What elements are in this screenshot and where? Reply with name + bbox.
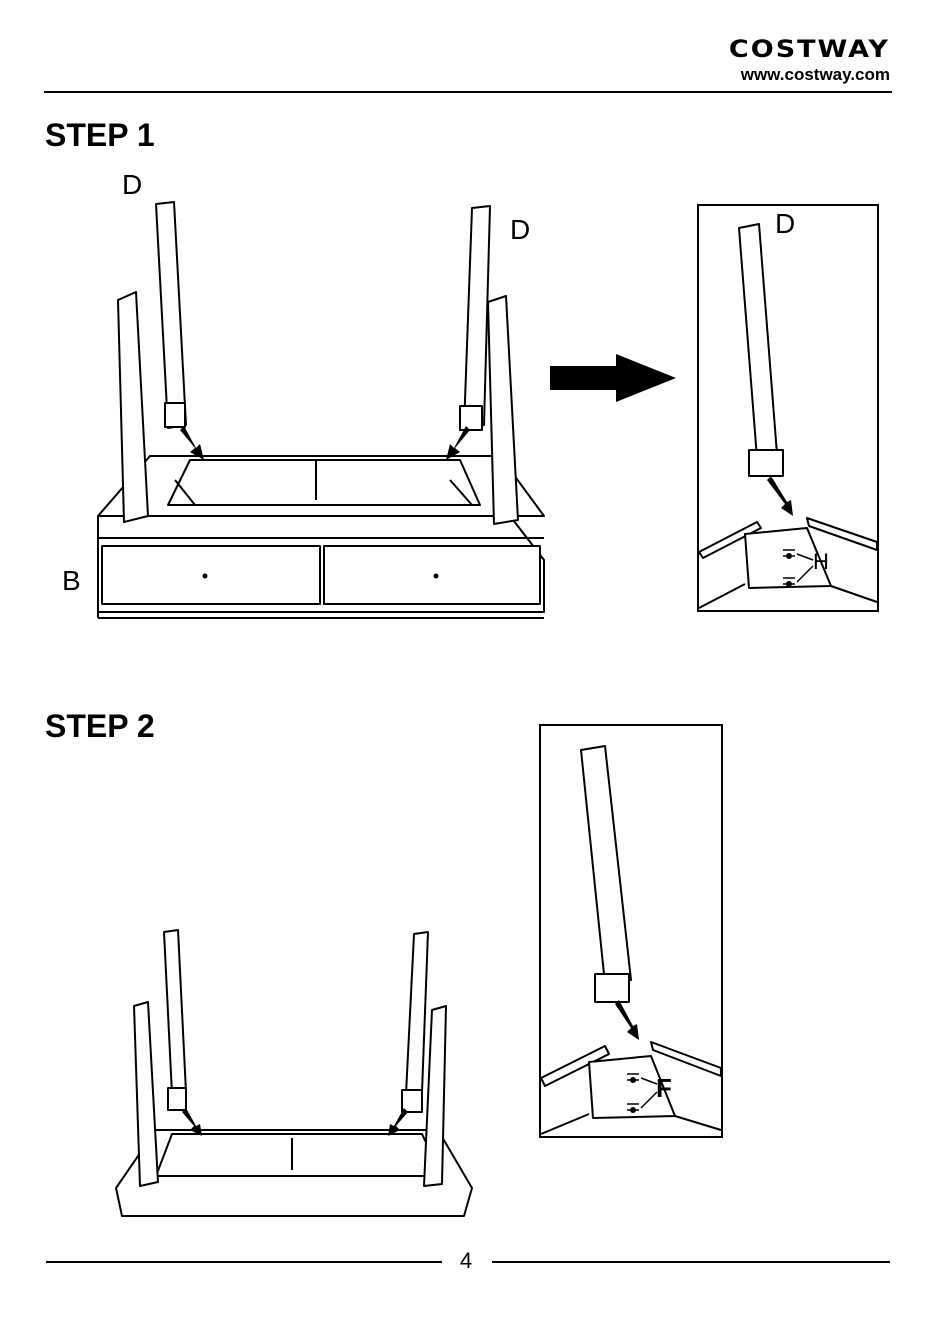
- footer-rule-right: [492, 1261, 890, 1263]
- step1-detail-diagram: [697, 204, 879, 612]
- header-divider: [44, 91, 892, 93]
- brand-block: COSTWAY www.costway.com: [729, 36, 890, 84]
- brand-url: www.costway.com: [729, 66, 890, 84]
- leg-bracket-right: [460, 406, 482, 430]
- step2-title: STEP 2: [45, 708, 155, 744]
- step1-title: STEP 1: [45, 117, 155, 153]
- right-arrow-icon: [548, 352, 678, 404]
- step2-detail-diagram: [539, 724, 723, 1138]
- step1-detail-label-screws: H: [813, 548, 829, 576]
- step1-detail-label-leg: D: [775, 210, 795, 238]
- drawer-left: [102, 546, 320, 604]
- footer-rule-left: [46, 1261, 442, 1263]
- step2-detail-label-screws: F: [656, 1074, 672, 1102]
- brand-logo: COSTWAY: [729, 37, 890, 62]
- step1-label-cabinet: B: [62, 567, 81, 595]
- step1-main-diagram: [40, 160, 560, 630]
- step1-label-leg-right: D: [510, 216, 530, 244]
- step2-main-diagram: [112, 926, 482, 1230]
- page-number: 4: [448, 1247, 484, 1275]
- step1-label-leg-left: D: [122, 171, 142, 199]
- drawer-right: [324, 546, 540, 604]
- leg-bracket-left: [165, 403, 185, 427]
